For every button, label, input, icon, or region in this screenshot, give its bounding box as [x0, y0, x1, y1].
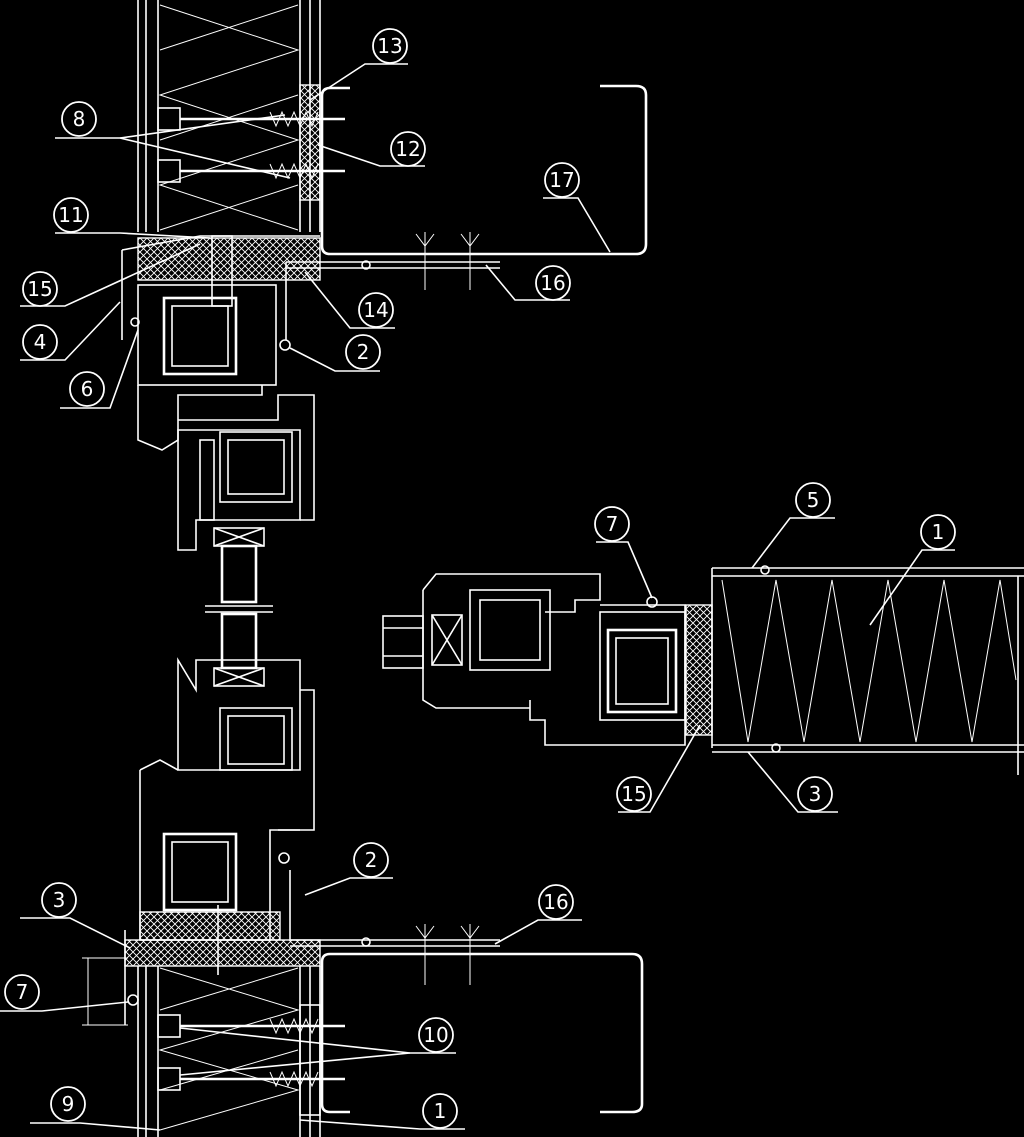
- callout-2-lower-label: 2: [365, 848, 378, 872]
- callout-9: 9: [50, 1086, 86, 1122]
- callout-5: 5: [795, 482, 831, 518]
- callout-14-label: 14: [363, 298, 388, 322]
- glazing-unit: [205, 527, 273, 687]
- lower-c-channel: [320, 952, 644, 1114]
- callout-7-right: 7: [594, 506, 630, 542]
- callout-11: 11: [53, 197, 89, 233]
- callout-12: 12: [390, 131, 426, 167]
- callout-4-label: 4: [34, 330, 47, 354]
- callout-17-label: 17: [549, 168, 574, 192]
- callout-16-lower: 16: [538, 884, 574, 920]
- upper-screws: [157, 84, 345, 201]
- callout-7-right-label: 7: [606, 512, 619, 536]
- lower-window-frame: [139, 657, 315, 941]
- callout-3-lower: 3: [41, 882, 77, 918]
- callout-15-upper-label: 15: [27, 277, 52, 301]
- upper-c-channel: [320, 84, 648, 256]
- callout-12-label: 12: [395, 137, 420, 161]
- callout-13: 13: [372, 28, 408, 64]
- callout-6: 6: [69, 371, 105, 407]
- callout-10: 10: [418, 1017, 454, 1053]
- callout-11-label: 11: [58, 203, 83, 227]
- callout-1-right: 1: [920, 514, 956, 550]
- lower-wall-panel: [82, 957, 345, 1137]
- callout-2-upper: 2: [345, 334, 381, 370]
- weld-symbols: [415, 232, 480, 985]
- callout-7-lower: 7: [4, 974, 40, 1010]
- callout-2-lower: 2: [353, 842, 389, 878]
- callout-1-lower: 1: [422, 1093, 458, 1129]
- callout-6-label: 6: [81, 377, 94, 401]
- callout-15-upper: 15: [22, 271, 58, 307]
- head-flashing: [121, 235, 500, 340]
- callout-9-label: 9: [62, 1092, 75, 1116]
- callout-7-lower-label: 7: [16, 980, 29, 1004]
- callout-16-upper-label: 16: [540, 271, 565, 295]
- callout-2-upper-label: 2: [357, 340, 370, 364]
- callout-3-right-label: 3: [809, 782, 822, 806]
- callout-5-label: 5: [807, 488, 820, 512]
- callout-10-label: 10: [423, 1023, 448, 1047]
- callout-16-lower-label: 16: [543, 890, 568, 914]
- callout-13-label: 13: [377, 34, 402, 58]
- callout-3-lower-label: 3: [53, 888, 66, 912]
- callout-leaders: [0, 63, 955, 1131]
- callout-14: 14: [358, 292, 394, 328]
- callout-15-lower-label: 15: [621, 782, 646, 806]
- callout-1-right-label: 1: [932, 520, 945, 544]
- callout-3-right: 3: [797, 776, 833, 812]
- jamb-section: [382, 565, 1024, 775]
- callout-8-label: 8: [73, 107, 86, 131]
- upper-window-frame: [130, 284, 315, 551]
- callout-4: 4: [22, 324, 58, 360]
- sill-flashing: [124, 870, 500, 1025]
- callout-8: 8: [61, 101, 97, 137]
- callout-16-upper: 16: [535, 265, 571, 301]
- callout-1-lower-label: 1: [434, 1099, 447, 1123]
- callout-17: 17: [544, 162, 580, 198]
- callout-15-lower: 15: [616, 776, 652, 812]
